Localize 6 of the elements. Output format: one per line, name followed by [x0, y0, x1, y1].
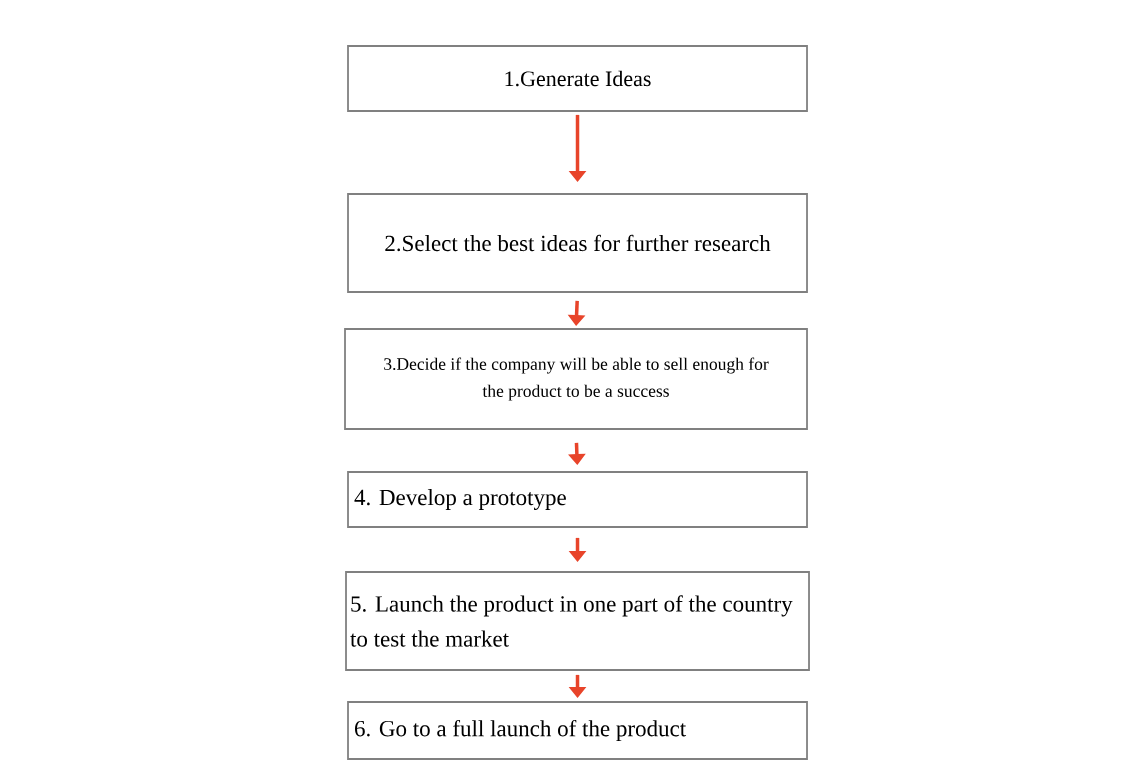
process-box: 3.Decide if the company will be able to sell enough for the product to be a success [344, 328, 808, 430]
process-box: 6. Go to a full launch of the product [347, 701, 808, 760]
process-box: 4. Develop a prototype [347, 471, 808, 528]
process-box: 2.Select the best ideas for further research [347, 193, 808, 293]
process-box: 5. Launch the product in one part of the country to test the market [345, 571, 810, 671]
process-box: 1.Generate Ideas [347, 45, 808, 112]
